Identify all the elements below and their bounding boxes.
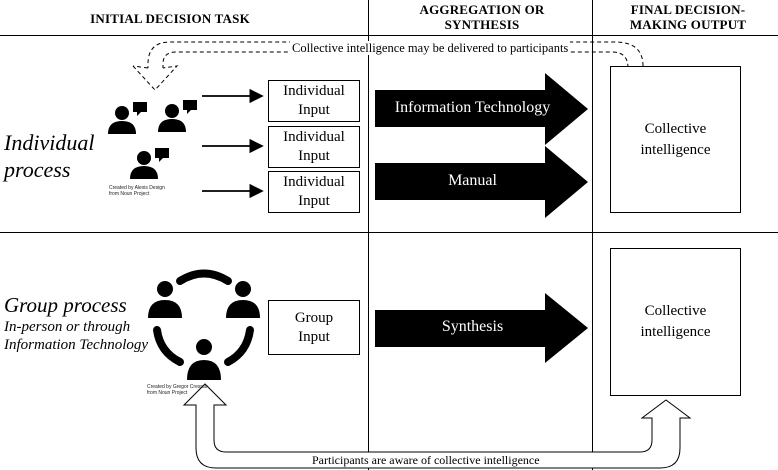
individual-input-box: Individual Input: [268, 126, 360, 168]
output-group-line2: intelligence: [640, 324, 711, 340]
group-input-line1: Group: [294, 309, 334, 326]
arrow-label-information-technology: Information Technology: [394, 99, 551, 116]
arrow-label-synthesis: Synthesis: [441, 318, 504, 335]
collective-intelligence-box-individual: Collective intelligence: [610, 66, 741, 213]
individual-input-line1: Individual: [283, 83, 345, 99]
header-aggregation: AGGREGATION OR SYNTHESIS: [392, 2, 572, 32]
row-label-individual-line2: process: [4, 157, 71, 182]
row-divider-top: [0, 35, 778, 36]
individual-input-box: Individual Input: [268, 80, 360, 122]
header-initial-decision-task: INITIAL DECISION TASK: [90, 11, 250, 26]
feedback-note-group: Participants are aware of collective int…: [312, 453, 540, 467]
individual-input-line1: Individual: [283, 129, 345, 145]
header-aggregation-line2: SYNTHESIS: [444, 17, 520, 32]
icon-credit-group-line2: from Noun Project: [147, 390, 188, 396]
row-label-group-sub-line2: Information Technology: [4, 337, 149, 353]
row-label-individual-process: Individual process: [4, 129, 94, 183]
row-label-group-sub-line1: In-person or through: [4, 319, 131, 335]
row-label-group-title: Group process: [4, 293, 127, 317]
column-divider-2: [592, 0, 593, 470]
block-arrow-information-technology: [375, 73, 588, 145]
group-feedback-arrow: [182, 383, 692, 469]
row-label-individual-line1: Individual: [4, 130, 95, 155]
individual-input-line1: Individual: [283, 174, 345, 190]
icon-credit-individual-line2: from Noun Project: [109, 191, 150, 197]
row-label-group-process: Group process In-person or through Infor…: [4, 293, 148, 354]
dashed-feedback-arrow: [132, 41, 644, 91]
group-input-box: Group Input: [268, 300, 360, 355]
header-aggregation-line1: AGGREGATION OR: [419, 2, 545, 17]
individual-input-line2: Input: [298, 148, 330, 164]
icon-credit-individual-line1: Created by Alexis Design: [109, 185, 165, 191]
header-final-line2: MAKING OUTPUT: [629, 17, 747, 32]
icon-credit-individual: Created by Alexis Design from Noun Proje…: [109, 185, 165, 197]
column-divider-1: [368, 0, 369, 470]
collective-intelligence-box-group: Collective intelligence: [610, 248, 741, 396]
group-input-line2: Input: [298, 328, 330, 345]
arrow-label-manual: Manual: [448, 172, 497, 189]
output-individual-line2: intelligence: [640, 141, 711, 158]
individual-input-line2: Input: [298, 193, 330, 209]
feedback-note-individual: Collective intelligence may be delivered…: [290, 41, 571, 55]
individual-input-line2: Input: [298, 102, 330, 118]
icon-credit-group: Created by Gregor Cresnar from Noun Proj…: [147, 384, 208, 396]
header-final-line1: FINAL DECISION-: [630, 2, 746, 17]
row-divider-middle: [0, 232, 778, 233]
block-arrow-synthesis: [375, 293, 588, 363]
output-individual-line1: Collective: [644, 120, 707, 137]
chat-person-icon: [108, 100, 197, 179]
block-arrow-manual: [375, 146, 588, 218]
header-final-output: FINAL DECISION- MAKING OUTPUT: [598, 2, 778, 32]
icon-credit-group-line1: Created by Gregor Cresnar: [147, 384, 208, 390]
group-meeting-icon: [148, 269, 260, 380]
individual-input-box: Individual Input: [268, 171, 360, 213]
output-group-line1: Collective: [644, 303, 707, 319]
